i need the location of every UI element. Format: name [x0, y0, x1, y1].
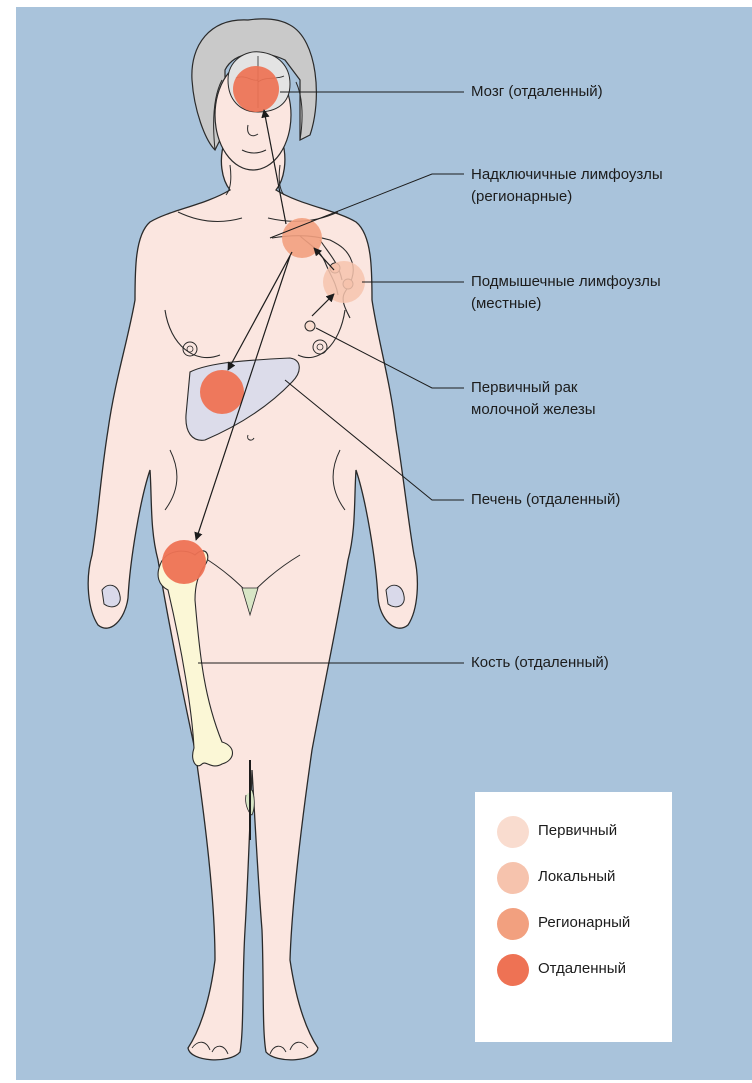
legend-dot-local: [497, 862, 529, 894]
legend-item-distant: Отдаленный: [497, 952, 672, 988]
label-supraclavicular-line1: Надключичные лимфоузлы: [471, 164, 663, 185]
legend: Первичный Локальный Регионарный Отдаленн…: [475, 792, 672, 1042]
legend-dot-primary: [497, 816, 529, 848]
legend-item-primary: Первичный: [497, 814, 672, 850]
label-primary-line2: молочной железы: [471, 399, 596, 420]
label-liver: Печень (отдаленный): [471, 489, 620, 510]
supraclavicular-marker: [282, 218, 322, 258]
legend-dot-regional: [497, 908, 529, 940]
legend-item-regional: Регионарный: [497, 906, 672, 942]
label-brain: Мозг (отдаленный): [471, 81, 603, 102]
legend-label-local: Локальный: [538, 868, 615, 885]
legend-label-distant: Отдаленный: [538, 960, 626, 977]
label-axillary-line1: Подмышечные лимфоузлы: [471, 271, 661, 292]
legend-dot-distant: [497, 954, 529, 986]
legend-label-regional: Регионарный: [538, 914, 630, 931]
label-axillary-line2: (местные): [471, 293, 541, 314]
legend-label-primary: Первичный: [538, 822, 617, 839]
primary-tumor: [305, 321, 315, 331]
axillary-marker: [323, 261, 365, 303]
label-supraclavicular-line2: (регионарные): [471, 186, 572, 207]
bone-metastasis-marker: [162, 540, 206, 584]
label-primary-line1: Первичный рак: [471, 377, 578, 398]
liver-metastasis-marker: [200, 370, 244, 414]
brain-metastasis-marker: [233, 66, 279, 112]
label-bone: Кость (отдаленный): [471, 652, 609, 673]
legend-item-local: Локальный: [497, 860, 672, 896]
